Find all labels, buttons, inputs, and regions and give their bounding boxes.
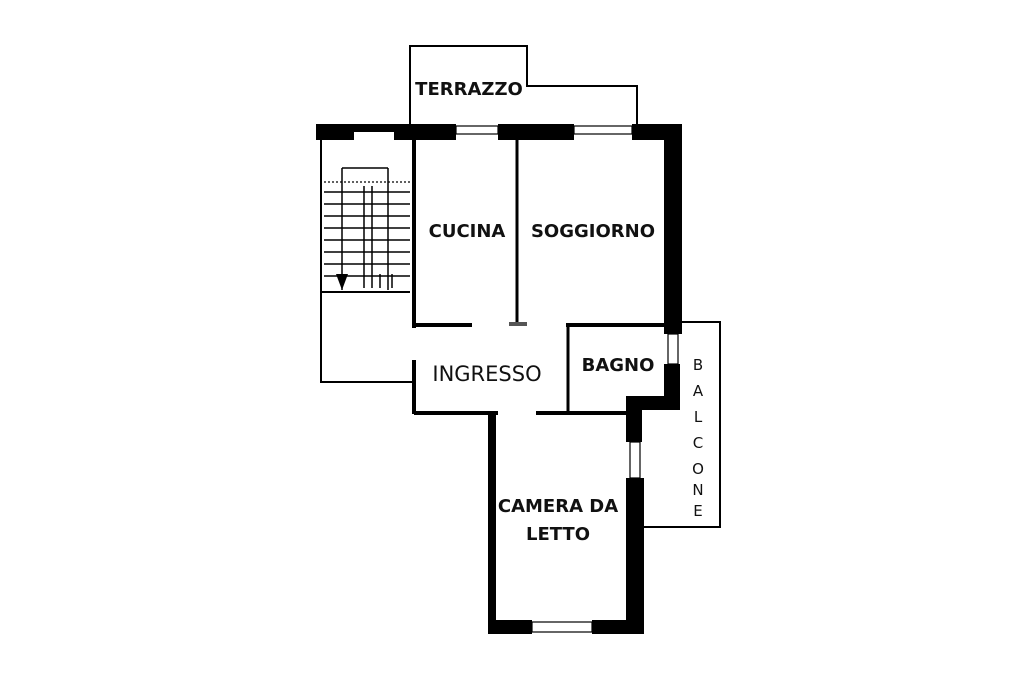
label-terrazzo: TERRAZZO (415, 79, 523, 100)
label-cucina: CUCINA (429, 221, 506, 242)
label-balcone-letter: L (694, 408, 703, 426)
balcone-area (644, 321, 721, 528)
terrazzo-area (409, 45, 638, 128)
interior-walls (412, 138, 682, 415)
stairwell (320, 138, 414, 383)
label-camera-line2: LETTO (526, 524, 590, 545)
camera-walls (488, 413, 644, 634)
label-ingresso: INGRESSO (432, 362, 541, 386)
label-balcone-letter: C (693, 434, 703, 452)
label-balcone-letter: A (693, 382, 704, 400)
label-balcone-letter: E (693, 502, 702, 520)
label-soggiorno: SOGGIORNO (531, 221, 655, 242)
top-wall (316, 124, 682, 140)
label-balcone-letter: N (692, 481, 703, 499)
label-bagno: BAGNO (582, 355, 655, 376)
right-wall (664, 124, 682, 334)
label-balcone-letter: B (693, 356, 703, 374)
label-camera-line1: CAMERA DA (498, 496, 618, 517)
bagno-wall (626, 333, 680, 442)
label-balcone-letter: O (692, 460, 704, 478)
stair-arrow-icon (336, 274, 348, 290)
